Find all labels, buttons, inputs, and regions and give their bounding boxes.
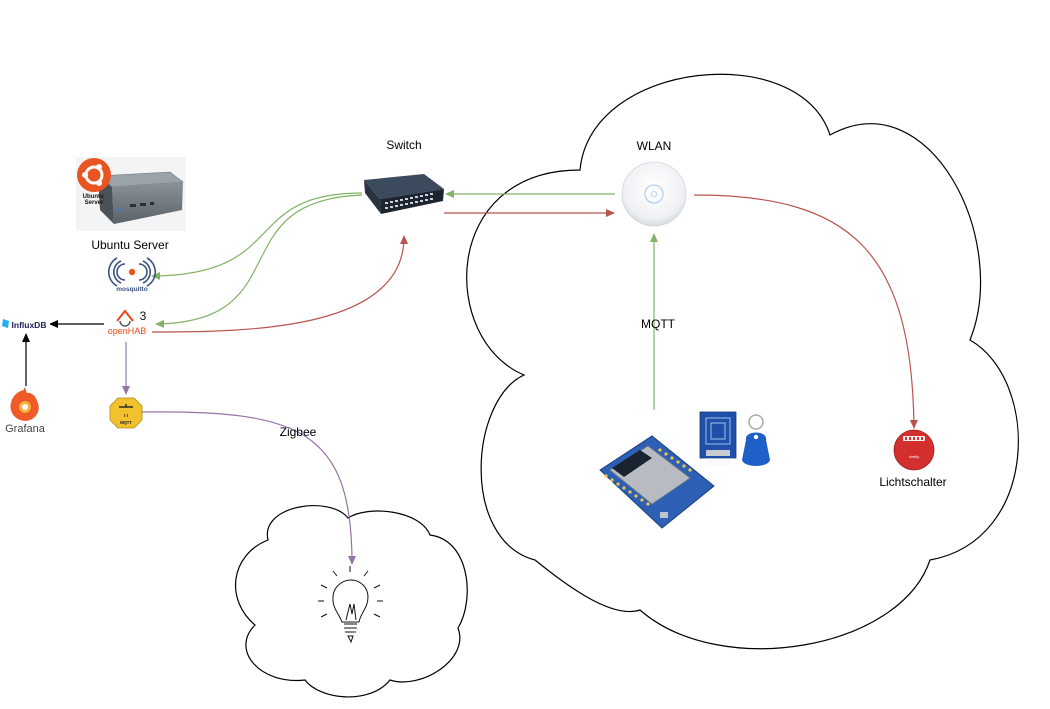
light-bulb-icon (318, 566, 383, 644)
mqtt-edge-label: MQTT (641, 317, 676, 331)
zigbee2mqtt-node[interactable]: I I MQTT (109, 397, 143, 429)
mosquitto-icon (108, 257, 156, 287)
edge-zigbee2mqtt-to-lamp (141, 411, 356, 565)
switch-node[interactable]: Switch (364, 138, 444, 214)
zigbee-cloud (234, 505, 468, 698)
openhab-node[interactable]: 3 openHAB (108, 309, 147, 336)
server-port (150, 202, 154, 205)
server-front (112, 182, 183, 224)
wlan-node[interactable]: WLAN (621, 139, 687, 227)
usb-port (660, 512, 668, 518)
edge-wlan-to-lichtschalter (693, 194, 918, 429)
lichtschalter-label: Lichtschalter (879, 475, 946, 489)
grafana-label: Grafana (5, 423, 46, 435)
rfid-keyfob-icon (742, 414, 770, 466)
switch-label: Switch (386, 138, 421, 152)
zigbee2mqtt-badge-text: MQTT (120, 420, 132, 425)
influxdb-logo-text: InfluxDB (12, 320, 47, 330)
openhab-icon (116, 309, 134, 327)
mosquitto-node[interactable]: mosquitto (108, 257, 156, 293)
wlan-label: WLAN (637, 139, 672, 153)
svg-text:Ubuntu Server: Ubuntu Server (83, 194, 106, 206)
openhab-logo-text: openHAB (108, 326, 147, 336)
zigbee-edge-label: Zigbee (280, 425, 317, 439)
influxdb-bg (0, 317, 50, 331)
ubuntu-server-node[interactable]: Ubuntu Server (76, 157, 186, 231)
wlan-cloud (466, 73, 1019, 650)
ubuntu-logo-text-line1: Ubuntu (83, 194, 104, 200)
server-port (130, 204, 136, 207)
network-switch-icon (364, 174, 444, 214)
rfid-node[interactable] (699, 411, 770, 466)
access-point-icon (621, 161, 687, 227)
server-power-led (118, 208, 122, 212)
openhab-version: 3 (140, 309, 147, 323)
light-bulb-node[interactable] (318, 566, 383, 644)
shelly-relay-icon: shelly (893, 429, 935, 471)
rfid-reader-icon (699, 411, 737, 466)
shelly-logo: shelly (909, 454, 919, 459)
grafana-icon (10, 387, 39, 421)
wemos-d1-mini-icon (599, 435, 715, 529)
ubuntu-logo-text-line2: Server (85, 200, 104, 206)
ubuntu-server-label: Ubuntu Server (91, 238, 168, 252)
esp-board-node[interactable] (599, 435, 715, 529)
zigbee2mqtt-badge (109, 397, 143, 429)
edge-switch-to-mosquitto (151, 192, 363, 280)
lichtschalter-node[interactable]: shelly Lichtschalter (879, 429, 947, 489)
edge-openhab-to-switch (151, 235, 409, 333)
zigbee2mqtt-bars: I I (124, 413, 128, 418)
influxdb-node[interactable]: InfluxDB (0, 317, 50, 331)
mosquitto-logo-text: mosquitto (116, 286, 147, 293)
server-port (140, 203, 146, 206)
grafana-node[interactable]: Grafana (5, 387, 46, 435)
edge-switch-to-openhab (155, 194, 363, 328)
influxdb-icon (2, 319, 9, 328)
ubuntu-logo: Ubuntu Server (77, 158, 111, 206)
